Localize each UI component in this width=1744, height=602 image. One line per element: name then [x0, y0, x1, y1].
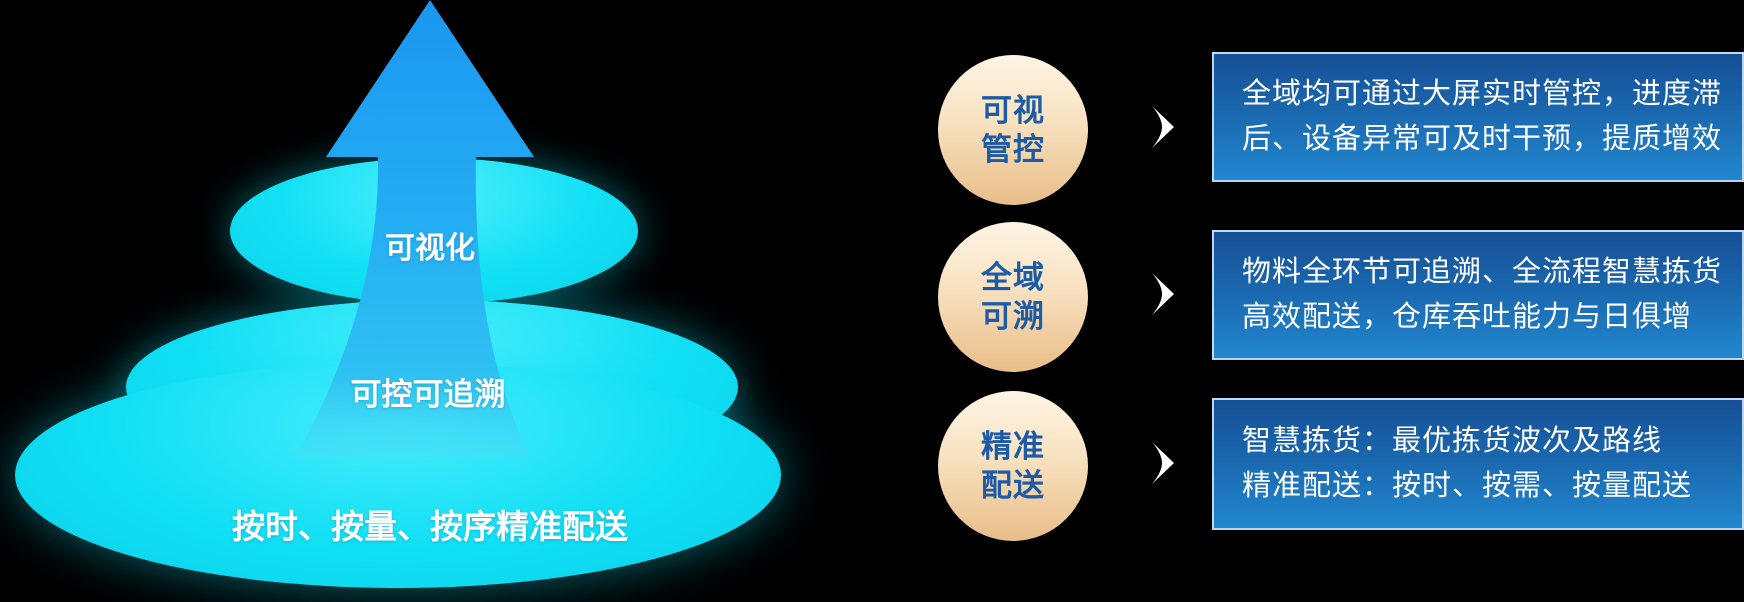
badge-label-line: 精准 — [981, 429, 1045, 464]
description-line: 后、设备异常可及时干预，提质增效 — [1242, 123, 1723, 155]
description-line: 物料全环节可追溯、全流程智慧拣货 — [1242, 256, 1723, 288]
chevron-right-icon — [1152, 106, 1174, 148]
chevron-right-icon — [1152, 442, 1174, 484]
description-box-visual-control: 全域均可通过大屏实时管控，进度滞 后、设备异常可及时干预，提质增效 — [1212, 52, 1744, 182]
badge-label-line: 配送 — [981, 468, 1045, 503]
description-line: 全域均可通过大屏实时管控，进度滞 — [1242, 78, 1723, 110]
badge-label-line: 可溯 — [981, 299, 1045, 334]
badge-full-traceability: 全域 可溯 — [938, 222, 1088, 372]
badge-label-line: 全域 — [981, 260, 1045, 295]
pyramid-level-1-label: 可视化 — [385, 232, 475, 265]
badge-visual-control: 可视 管控 — [938, 55, 1088, 205]
description-box-full-traceability: 物料全环节可追溯、全流程智慧拣货 高效配送，仓库吞吐能力与日俱增 — [1212, 230, 1744, 360]
description-line: 高效配送，仓库吞吐能力与日俱增 — [1242, 301, 1693, 333]
pyramid-level-2-label: 可控可追溯 — [350, 377, 506, 412]
chevron-right-icon — [1152, 273, 1174, 315]
badge-label-line: 可视 — [981, 93, 1045, 128]
up-arrow-icon — [295, 0, 534, 458]
description-box-precise-delivery: 智慧拣货：最优拣货波次及路线 精准配送：按时、按需、按量配送 — [1212, 398, 1744, 530]
description-line: 智慧拣货：最优拣货波次及路线 — [1242, 425, 1663, 457]
badge-precise-delivery: 精准 配送 — [938, 391, 1088, 541]
badge-label-line: 管控 — [981, 132, 1045, 167]
pyramid-level-3-label: 按时、按量、按序精准配送 — [232, 508, 628, 545]
description-line: 精准配送：按时、按需、按量配送 — [1242, 470, 1693, 502]
